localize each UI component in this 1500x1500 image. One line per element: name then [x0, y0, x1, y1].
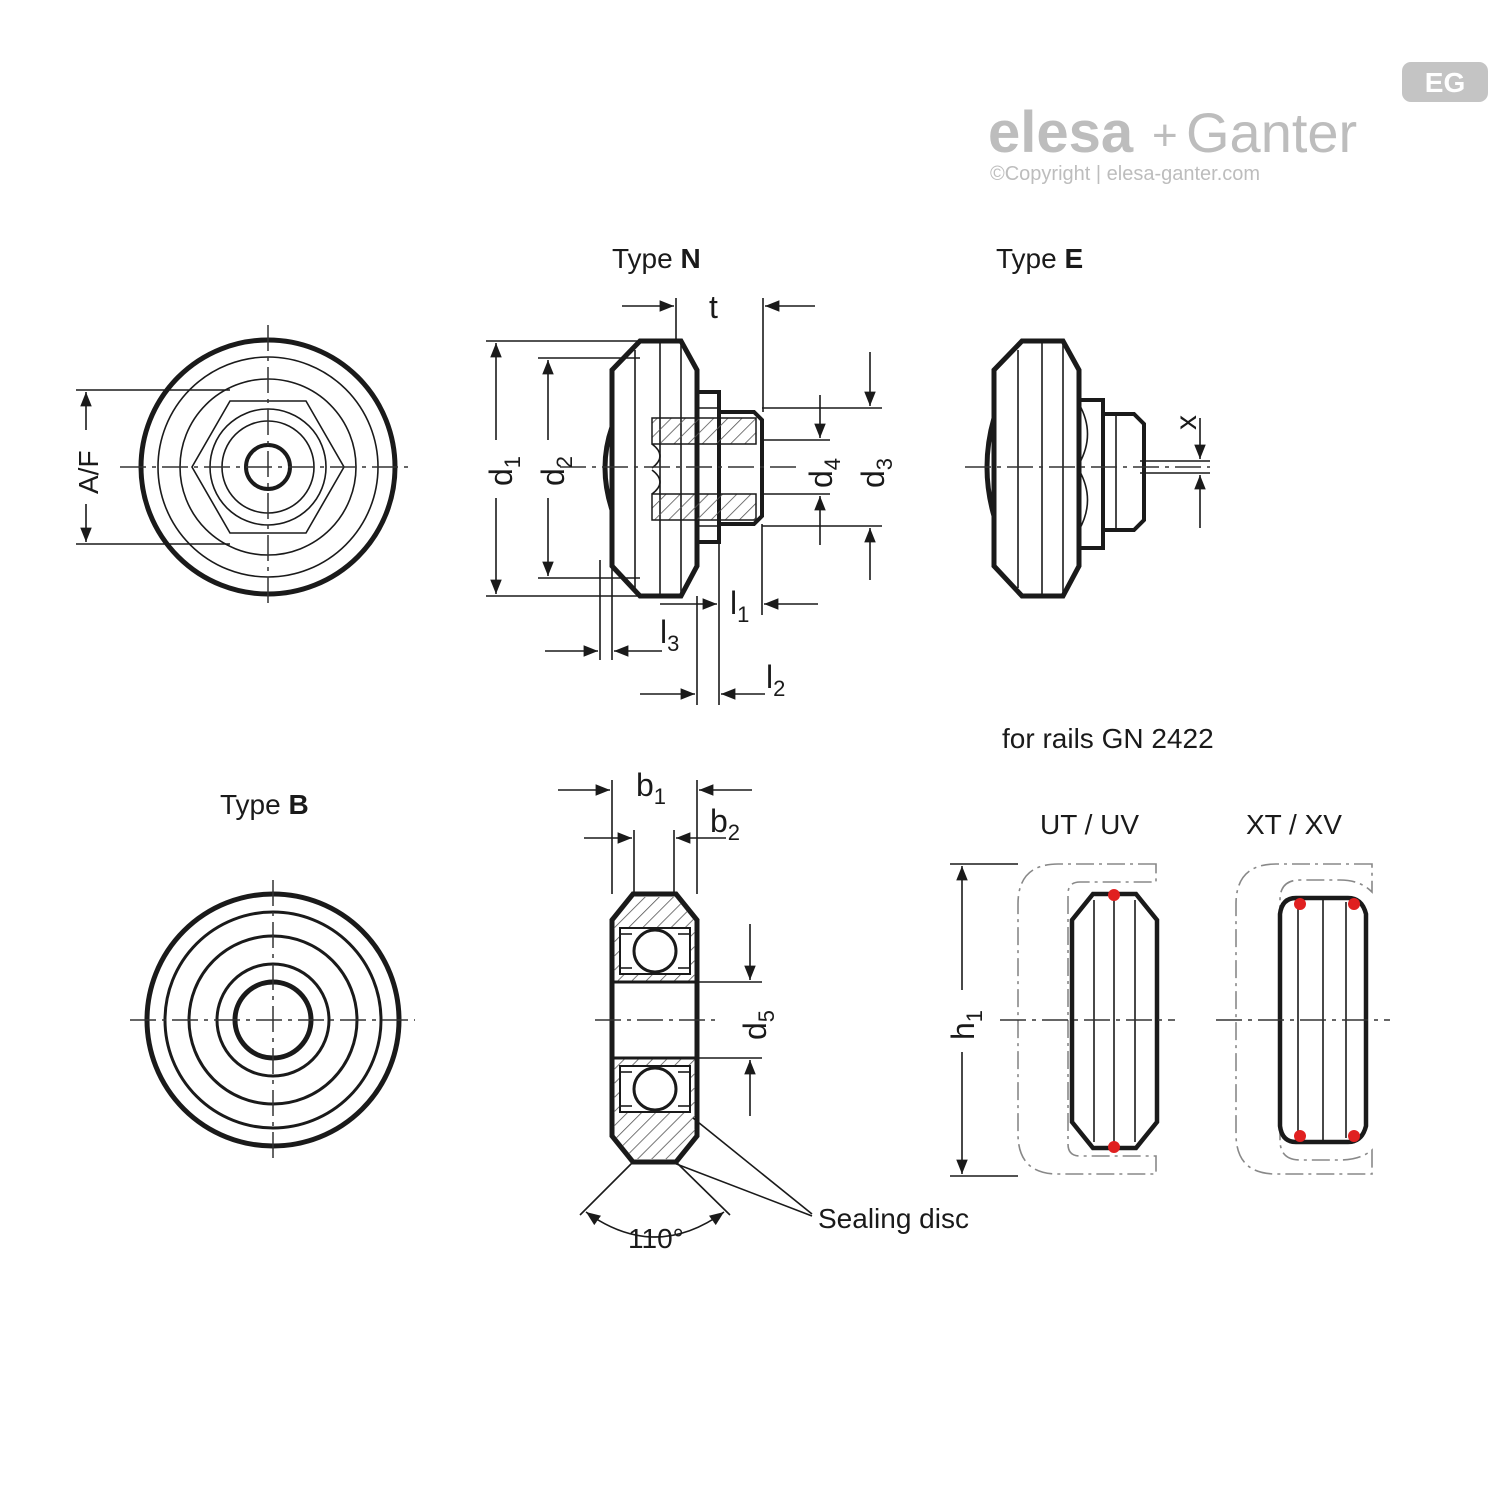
contact-point-icon — [1294, 898, 1306, 910]
dim-d2: d2 — [535, 456, 577, 486]
contact-point-icon — [1294, 1130, 1306, 1142]
dim-t: t — [709, 289, 718, 325]
dim-l1: l1 — [730, 585, 749, 627]
dim-angle: 110° — [628, 1223, 684, 1254]
dim-d1: d1 — [483, 456, 525, 486]
type-e-side-view: x — [965, 338, 1210, 599]
dim-af: A/F — [73, 450, 104, 494]
contact-point-icon — [1108, 889, 1120, 901]
dim-b1: b1 — [636, 767, 666, 809]
front-view-hex: A/F — [73, 325, 410, 608]
dim-l3: l3 — [660, 614, 679, 656]
logo-badge-text: EG — [1425, 67, 1465, 98]
dim-d3: d3 — [855, 458, 897, 488]
copyright-text: ©Copyright | elesa-ganter.com — [990, 163, 1260, 185]
type-b-title: Type B — [220, 789, 309, 820]
rail-ut-uv: h1 — [945, 863, 1175, 1177]
logo-plus: + — [1152, 111, 1178, 160]
rail-ut-uv-label: UT / UV — [1040, 809, 1139, 840]
type-b-front-view — [130, 880, 415, 1160]
dim-d5: d5 — [737, 1010, 779, 1040]
contact-point-icon — [1348, 1130, 1360, 1142]
dim-h1: h1 — [945, 1010, 987, 1040]
contact-point-icon — [1348, 898, 1360, 910]
logo-elesa: elesa — [988, 100, 1134, 165]
brand-logo: EG elesa + Ganter ©Copyright | elesa-gan… — [988, 62, 1488, 185]
dim-b2: b2 — [710, 803, 740, 845]
dim-x: x — [1170, 415, 1203, 430]
logo-ganter: Ganter — [1186, 101, 1357, 164]
type-e-title: Type E — [996, 243, 1083, 274]
sealing-disc-label: Sealing disc — [818, 1203, 969, 1234]
contact-point-icon — [1108, 1141, 1120, 1153]
type-n-side-view: t d1 d2 d4 d3 l1 l3 — [483, 289, 897, 705]
rail-xt-xv-label: XT / XV — [1246, 809, 1342, 840]
dim-l2: l2 — [766, 659, 785, 701]
rail-xt-xv — [1216, 863, 1390, 1175]
dim-d4: d4 — [803, 458, 845, 488]
rails-caption: for rails GN 2422 — [1002, 723, 1214, 754]
type-n-title: Type N — [612, 243, 701, 274]
bearing-section-view: b1 b2 d5 110° Sealing disc — [558, 767, 969, 1254]
eg-badge-icon — [1402, 62, 1488, 102]
